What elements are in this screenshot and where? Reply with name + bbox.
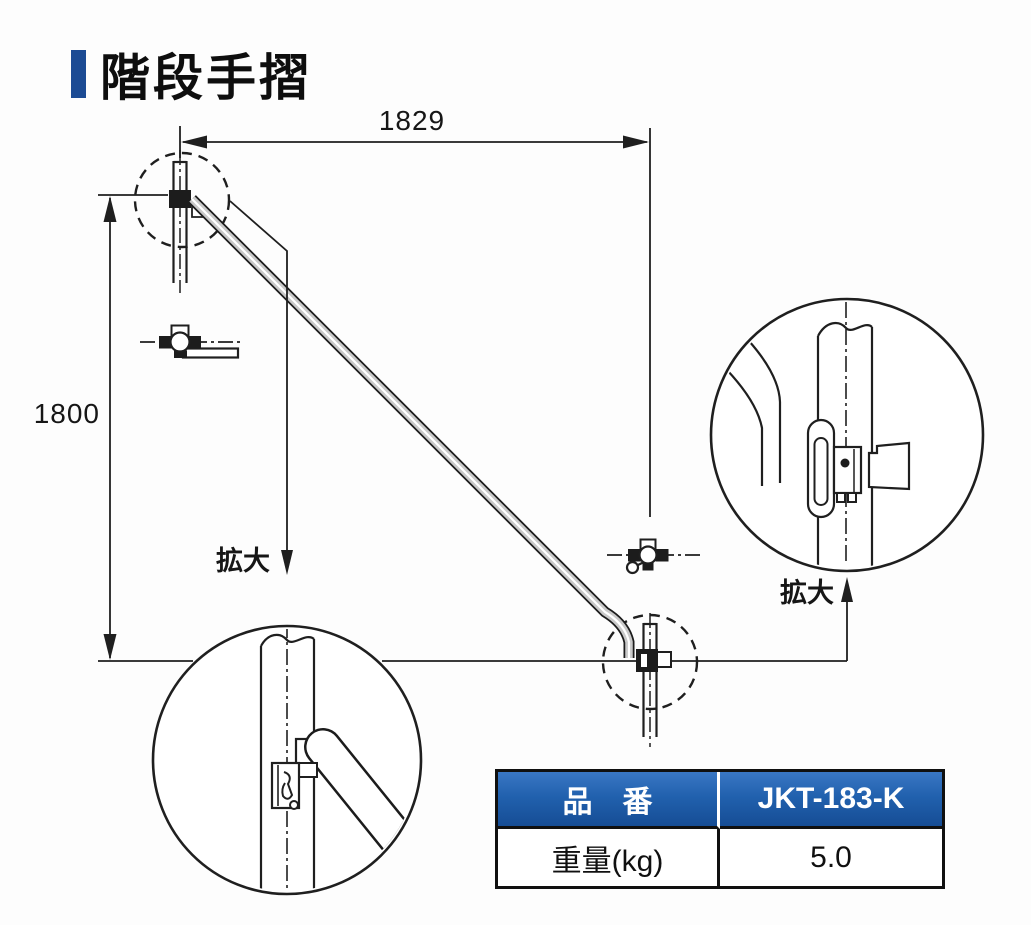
- spec-value-cell-part-number: JKT-183-K: [720, 772, 942, 829]
- bracket-step: [298, 762, 318, 778]
- arrow-up-icon: [103, 196, 117, 222]
- spec-header-cell-weight: 重量(kg): [498, 829, 720, 886]
- plate-slot: [813, 437, 829, 506]
- rail-end-body: [306, 730, 416, 858]
- section-title: 階段手摺: [71, 38, 312, 110]
- arrow-down-icon: [281, 550, 293, 575]
- clamp-jaw-left: [159, 336, 172, 349]
- spec-header-cell-part-number: 品 番: [498, 772, 720, 829]
- enlarge-label-lower-detail: 拡大: [780, 578, 834, 608]
- detail-view-circle: [709, 297, 985, 573]
- clamp-handle: [656, 651, 672, 668]
- clamp-jaw-right: [188, 336, 201, 349]
- clamp-jaw-right: [655, 549, 669, 562]
- clamp-slot: [641, 654, 647, 667]
- block-foot: [836, 492, 846, 503]
- rail-bend-outer: [726, 369, 764, 486]
- pipe-rim: [817, 321, 873, 337]
- leader-line: [229, 200, 288, 551]
- arrow-left-icon: [181, 135, 207, 149]
- handrail-tube: [188, 195, 635, 658]
- rail-bend-inner: [748, 340, 782, 483]
- latch-hook: [281, 771, 294, 800]
- lower-post: [636, 613, 672, 747]
- leader-lower-detail: [841, 577, 853, 661]
- spec-value-cell-weight: 5.0: [720, 829, 942, 886]
- detail-marker-circle-upper: [133, 151, 231, 249]
- clamp-handle: [181, 347, 240, 359]
- rail-body: [189, 196, 633, 658]
- clamp-top-view-icon-lower: [607, 538, 700, 575]
- clamp-hinge: [174, 350, 187, 358]
- arrow-up-icon: [841, 577, 853, 602]
- dimension-height: [98, 194, 847, 662]
- arrow-down-icon: [103, 634, 117, 660]
- enlarge-label-upper-detail: 拡大: [216, 546, 270, 576]
- enlarged-detail-upper-joint: [151, 624, 423, 896]
- block-foot: [847, 492, 857, 503]
- clamp-top-view-icon-upper: [140, 324, 243, 359]
- bolt-block: [832, 445, 863, 495]
- bolt-head: [840, 458, 850, 468]
- clamp-pipe-section: [169, 331, 191, 353]
- rail-highlight: [191, 198, 631, 658]
- clamp-jaw-left: [628, 549, 641, 562]
- upper-clamp: [169, 190, 191, 208]
- dimension-width: [179, 126, 651, 517]
- dimension-width-label: 1829: [379, 105, 445, 136]
- enlarged-detail-lower-joint: [709, 297, 985, 573]
- spec-table: 品 番 JKT-183-K 重量(kg) 5.0: [495, 769, 945, 889]
- dimension-height-label: 1800: [34, 398, 100, 429]
- arrow-right-icon: [623, 135, 649, 149]
- clamp-hinge: [642, 561, 654, 571]
- clamp-lever: [867, 441, 911, 491]
- lever-knob: [625, 560, 640, 575]
- title-accent-bar: [71, 50, 86, 98]
- latch-pin: [289, 800, 299, 810]
- page-title: 階段手摺: [100, 50, 312, 106]
- pipe-rim: [260, 633, 315, 647]
- clamp-pipe-section: [638, 545, 658, 565]
- leader-upper-detail: [229, 200, 293, 575]
